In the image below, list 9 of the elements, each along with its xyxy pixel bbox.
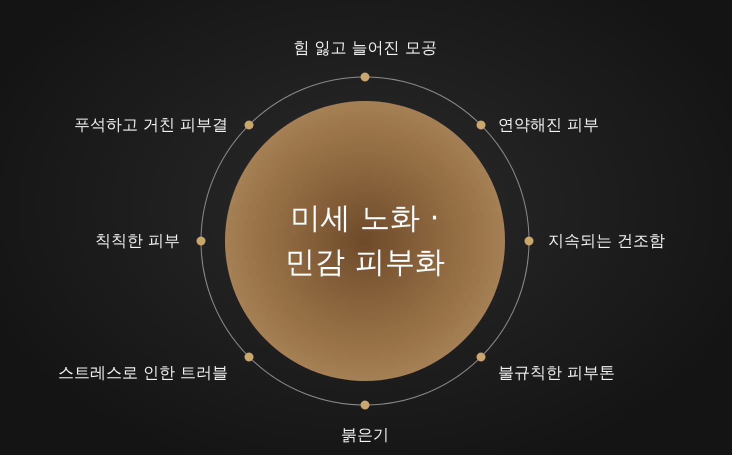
symptom-label: 지속되는 건조함: [548, 231, 666, 251]
symptom-label: 푸석하고 거친 피부결: [74, 115, 228, 135]
center-title: 미세 노화 · 민감 피부화: [284, 200, 446, 282]
symptom-label: 칙칙한 피부: [95, 231, 180, 251]
symptom-label: 붉은기: [341, 425, 389, 445]
symptom-label: 힘 잃고 늘어진 모공: [294, 38, 437, 58]
symptom-label: 스트레스로 인한 트러블: [58, 363, 228, 383]
symptom-label: 연약해진 피부: [498, 115, 600, 135]
symptom-label: 불규칙한 피부톤: [498, 363, 616, 383]
